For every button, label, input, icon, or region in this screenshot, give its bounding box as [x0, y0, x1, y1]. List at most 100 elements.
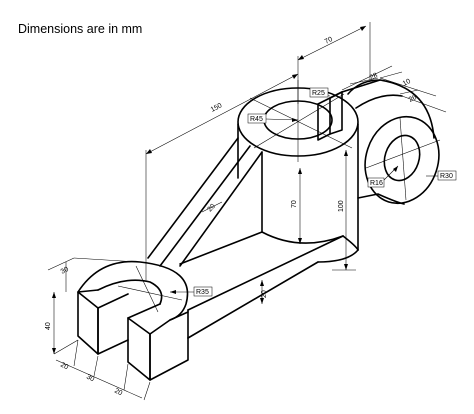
dimensions-note: Dimensions are in mm	[18, 22, 143, 36]
dim-line-10	[379, 71, 403, 79]
fork-left-prong-side	[97, 307, 129, 355]
dim-line-11	[399, 89, 419, 95]
arrowhead-14	[393, 166, 398, 172]
dim-label-20-arm: 20	[261, 290, 268, 298]
dim-label-20-rib: 20	[206, 203, 217, 214]
dim-label-20-a: 20	[59, 362, 69, 372]
arrowhead-2	[298, 238, 302, 244]
dimension-labels: 70 150 28 10 26 R25 R45 70 100 20 R16 R3…	[45, 36, 457, 398]
arrowhead-6	[260, 298, 264, 304]
fork-slot-edge-right	[127, 303, 161, 319]
slot-faces	[317, 97, 331, 141]
cl-5	[399, 117, 407, 201]
dim-label-40: 40	[45, 322, 52, 330]
arrowhead-15	[170, 290, 176, 294]
arrowhead-1	[298, 168, 302, 174]
arrowhead-7	[52, 292, 56, 298]
slot-top-edge	[329, 91, 343, 99]
lug-bottom-edge	[357, 193, 405, 205]
arm-top-front-edge	[187, 235, 344, 311]
dim-label-150: 150	[210, 102, 224, 114]
dim-line-26	[53, 339, 79, 355]
dim-label-r16: R16	[370, 180, 383, 187]
arrowhead-13	[292, 118, 298, 122]
cylinder-bottom-arc	[317, 249, 359, 263]
arrowhead-10	[292, 74, 298, 79]
dim-label-r45: R45	[250, 116, 263, 123]
dim-line-31	[143, 381, 151, 401]
dim-line-29	[93, 355, 99, 377]
center-lines	[117, 80, 441, 313]
cl-1	[249, 97, 353, 149]
dimension-lines	[47, 22, 447, 401]
fork-slot-edge-left	[77, 289, 99, 293]
dim-label-10: 10	[402, 78, 412, 88]
arrowhead-11	[298, 55, 304, 60]
dim-line-4	[145, 73, 299, 155]
dim-label-20-c: 20	[113, 388, 123, 398]
arrowhead-3	[344, 150, 348, 156]
fork-left-prong-top	[97, 293, 129, 309]
cl-2	[253, 93, 345, 149]
part-outline	[77, 79, 440, 381]
fork-left-prong-front	[77, 291, 99, 355]
r25-label-box	[309, 87, 329, 98]
dim-label-100: 100	[338, 200, 345, 212]
rib-upper-edge	[147, 137, 239, 259]
dim-label-70-height: 70	[291, 200, 298, 208]
r45-label-box	[247, 113, 267, 124]
left-fork	[77, 260, 189, 381]
dim-line-7	[349, 77, 379, 85]
fork-right-prong-side	[149, 333, 189, 381]
horizontal-arm	[179, 231, 344, 339]
r30-label-box	[437, 170, 457, 181]
dim-line-28	[73, 339, 79, 367]
dim-line-19	[201, 201, 223, 213]
cylinder-lower-arc	[261, 231, 344, 244]
dim-line-27	[55, 359, 143, 399]
lug-hole	[383, 134, 421, 182]
fork-right-prong-front	[127, 317, 151, 381]
dim-line-20	[47, 257, 75, 271]
arrowhead-9	[146, 149, 152, 154]
dim-line-30	[123, 363, 129, 391]
dim-line-8	[379, 77, 437, 97]
dim-label-30-b: 30	[85, 374, 95, 384]
dim-line-1	[297, 25, 367, 61]
dim-label-r25: R25	[312, 90, 325, 97]
dim-label-70-top: 70	[324, 36, 334, 46]
arm-bottom-edge	[187, 261, 319, 339]
rib-lower-edge	[179, 151, 263, 267]
dim-label-r30: R30	[440, 173, 453, 180]
cl-6	[117, 285, 183, 301]
arrowhead-12	[360, 26, 366, 31]
lug-end-face	[364, 115, 440, 205]
lug-inner-edge	[355, 94, 403, 109]
lug-top-edge	[341, 79, 435, 139]
fork-slot-arc	[97, 279, 163, 305]
cylinder-lower-joint	[342, 235, 359, 251]
arrowheads	[52, 26, 398, 354]
cl-7	[135, 265, 159, 313]
r35-label-box	[193, 286, 213, 297]
arm-top-back-edge	[179, 231, 263, 265]
dim-line-21	[73, 257, 139, 263]
dim-label-30-top: 30	[60, 266, 70, 276]
r16-label-box	[367, 177, 385, 188]
rib-middle-edge	[159, 145, 251, 267]
dim-label-28: 28	[369, 72, 379, 82]
diagonal-rib	[147, 137, 263, 267]
dim-line-6	[341, 65, 393, 91]
cylinder-slot	[317, 91, 343, 141]
lug-top-face	[347, 79, 381, 95]
cl-4	[365, 139, 441, 169]
dim-label-26: 26	[408, 94, 418, 104]
arrowhead-5	[260, 280, 264, 286]
right-lug	[341, 79, 440, 205]
arrowhead-4	[344, 264, 348, 270]
arrowhead-8	[52, 348, 56, 354]
fork-right-prong-top	[149, 311, 189, 335]
dim-line-9	[401, 95, 447, 113]
